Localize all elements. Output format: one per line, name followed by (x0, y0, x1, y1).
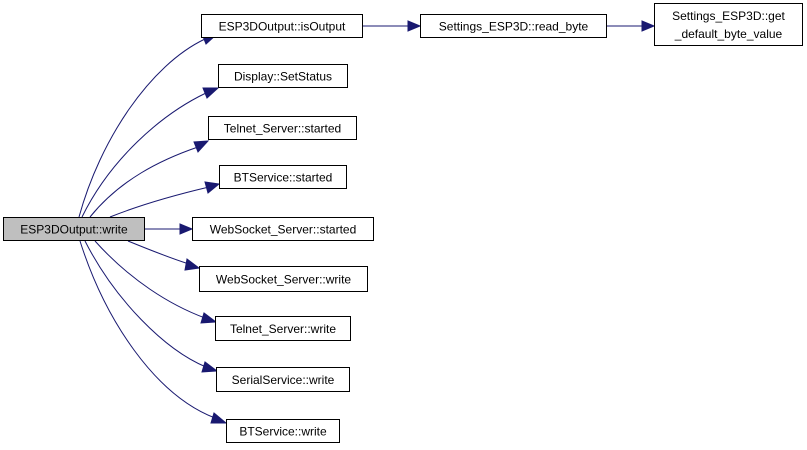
node-label: SerialService::write (232, 373, 335, 387)
edge-write-to-isoutput (78, 33, 219, 218)
node-box (216, 367, 350, 392)
node-box (199, 266, 368, 292)
node-websocket-server-started[interactable]: WebSocket_Server::started (192, 217, 374, 241)
node-esp3doutput-write[interactable]: ESP3DOutput::write (3, 217, 145, 241)
edge-write-to-bt-started (109, 181, 221, 218)
node-label: Telnet_Server::started (224, 122, 341, 136)
edge-write-to-websocket-started (145, 223, 194, 235)
node-box (215, 316, 351, 341)
node-label: BTService::write (239, 425, 327, 439)
node-label: WebSocket_Server::write (216, 273, 351, 287)
node-label: Settings_ESP3D::read_byte (439, 20, 589, 34)
edge-write-to-websocket-write (127, 240, 201, 271)
node-esp3doutput-isoutput[interactable]: ESP3DOutput::isOutput (201, 14, 363, 38)
node-websocket-server-write[interactable]: WebSocket_Server::write (199, 266, 368, 292)
node-settings-get-default-byte-value[interactable]: Settings_ESP3D::get _default_byte_value (654, 3, 803, 46)
node-box (3, 217, 145, 241)
node-box (219, 165, 347, 189)
node-settings-read-byte[interactable]: Settings_ESP3D::read_byte (420, 14, 607, 38)
node-label-line-1: Settings_ESP3D::get (672, 9, 785, 23)
edge-isoutput-to-readbyte (363, 20, 422, 32)
node-label-line-2: _default_byte_value (674, 27, 783, 41)
node-box (226, 419, 340, 443)
node-box (192, 217, 374, 241)
node-label: ESP3DOutput::isOutput (219, 20, 346, 34)
node-display-setstatus[interactable]: Display::SetStatus (218, 64, 348, 88)
edge-write-to-bt-write (79, 240, 228, 424)
node-box (218, 64, 348, 88)
node-label: Display::SetStatus (234, 70, 332, 84)
node-label: ESP3DOutput::write (20, 223, 128, 237)
node-serialservice-write[interactable]: SerialService::write (216, 367, 350, 392)
node-label: WebSocket_Server::started (210, 223, 357, 237)
edge-write-to-setstatus (81, 87, 220, 218)
node-box (654, 3, 803, 46)
node-box (208, 116, 357, 140)
node-btservice-started[interactable]: BTService::started (219, 165, 347, 189)
node-label: Telnet_Server::write (230, 322, 336, 336)
node-box (420, 14, 607, 38)
node-label: BTService::started (234, 171, 333, 185)
edge-write-to-telnet-started (89, 140, 210, 218)
node-box (201, 14, 363, 38)
node-telnet-server-started[interactable]: Telnet_Server::started (208, 116, 357, 140)
edge-write-to-serial-write (84, 240, 219, 373)
node-telnet-server-write[interactable]: Telnet_Server::write (215, 316, 351, 341)
edge-readbyte-to-get-default (607, 20, 656, 32)
node-btservice-write[interactable]: BTService::write (226, 419, 340, 443)
edge-write-to-telnet-write (94, 240, 218, 324)
